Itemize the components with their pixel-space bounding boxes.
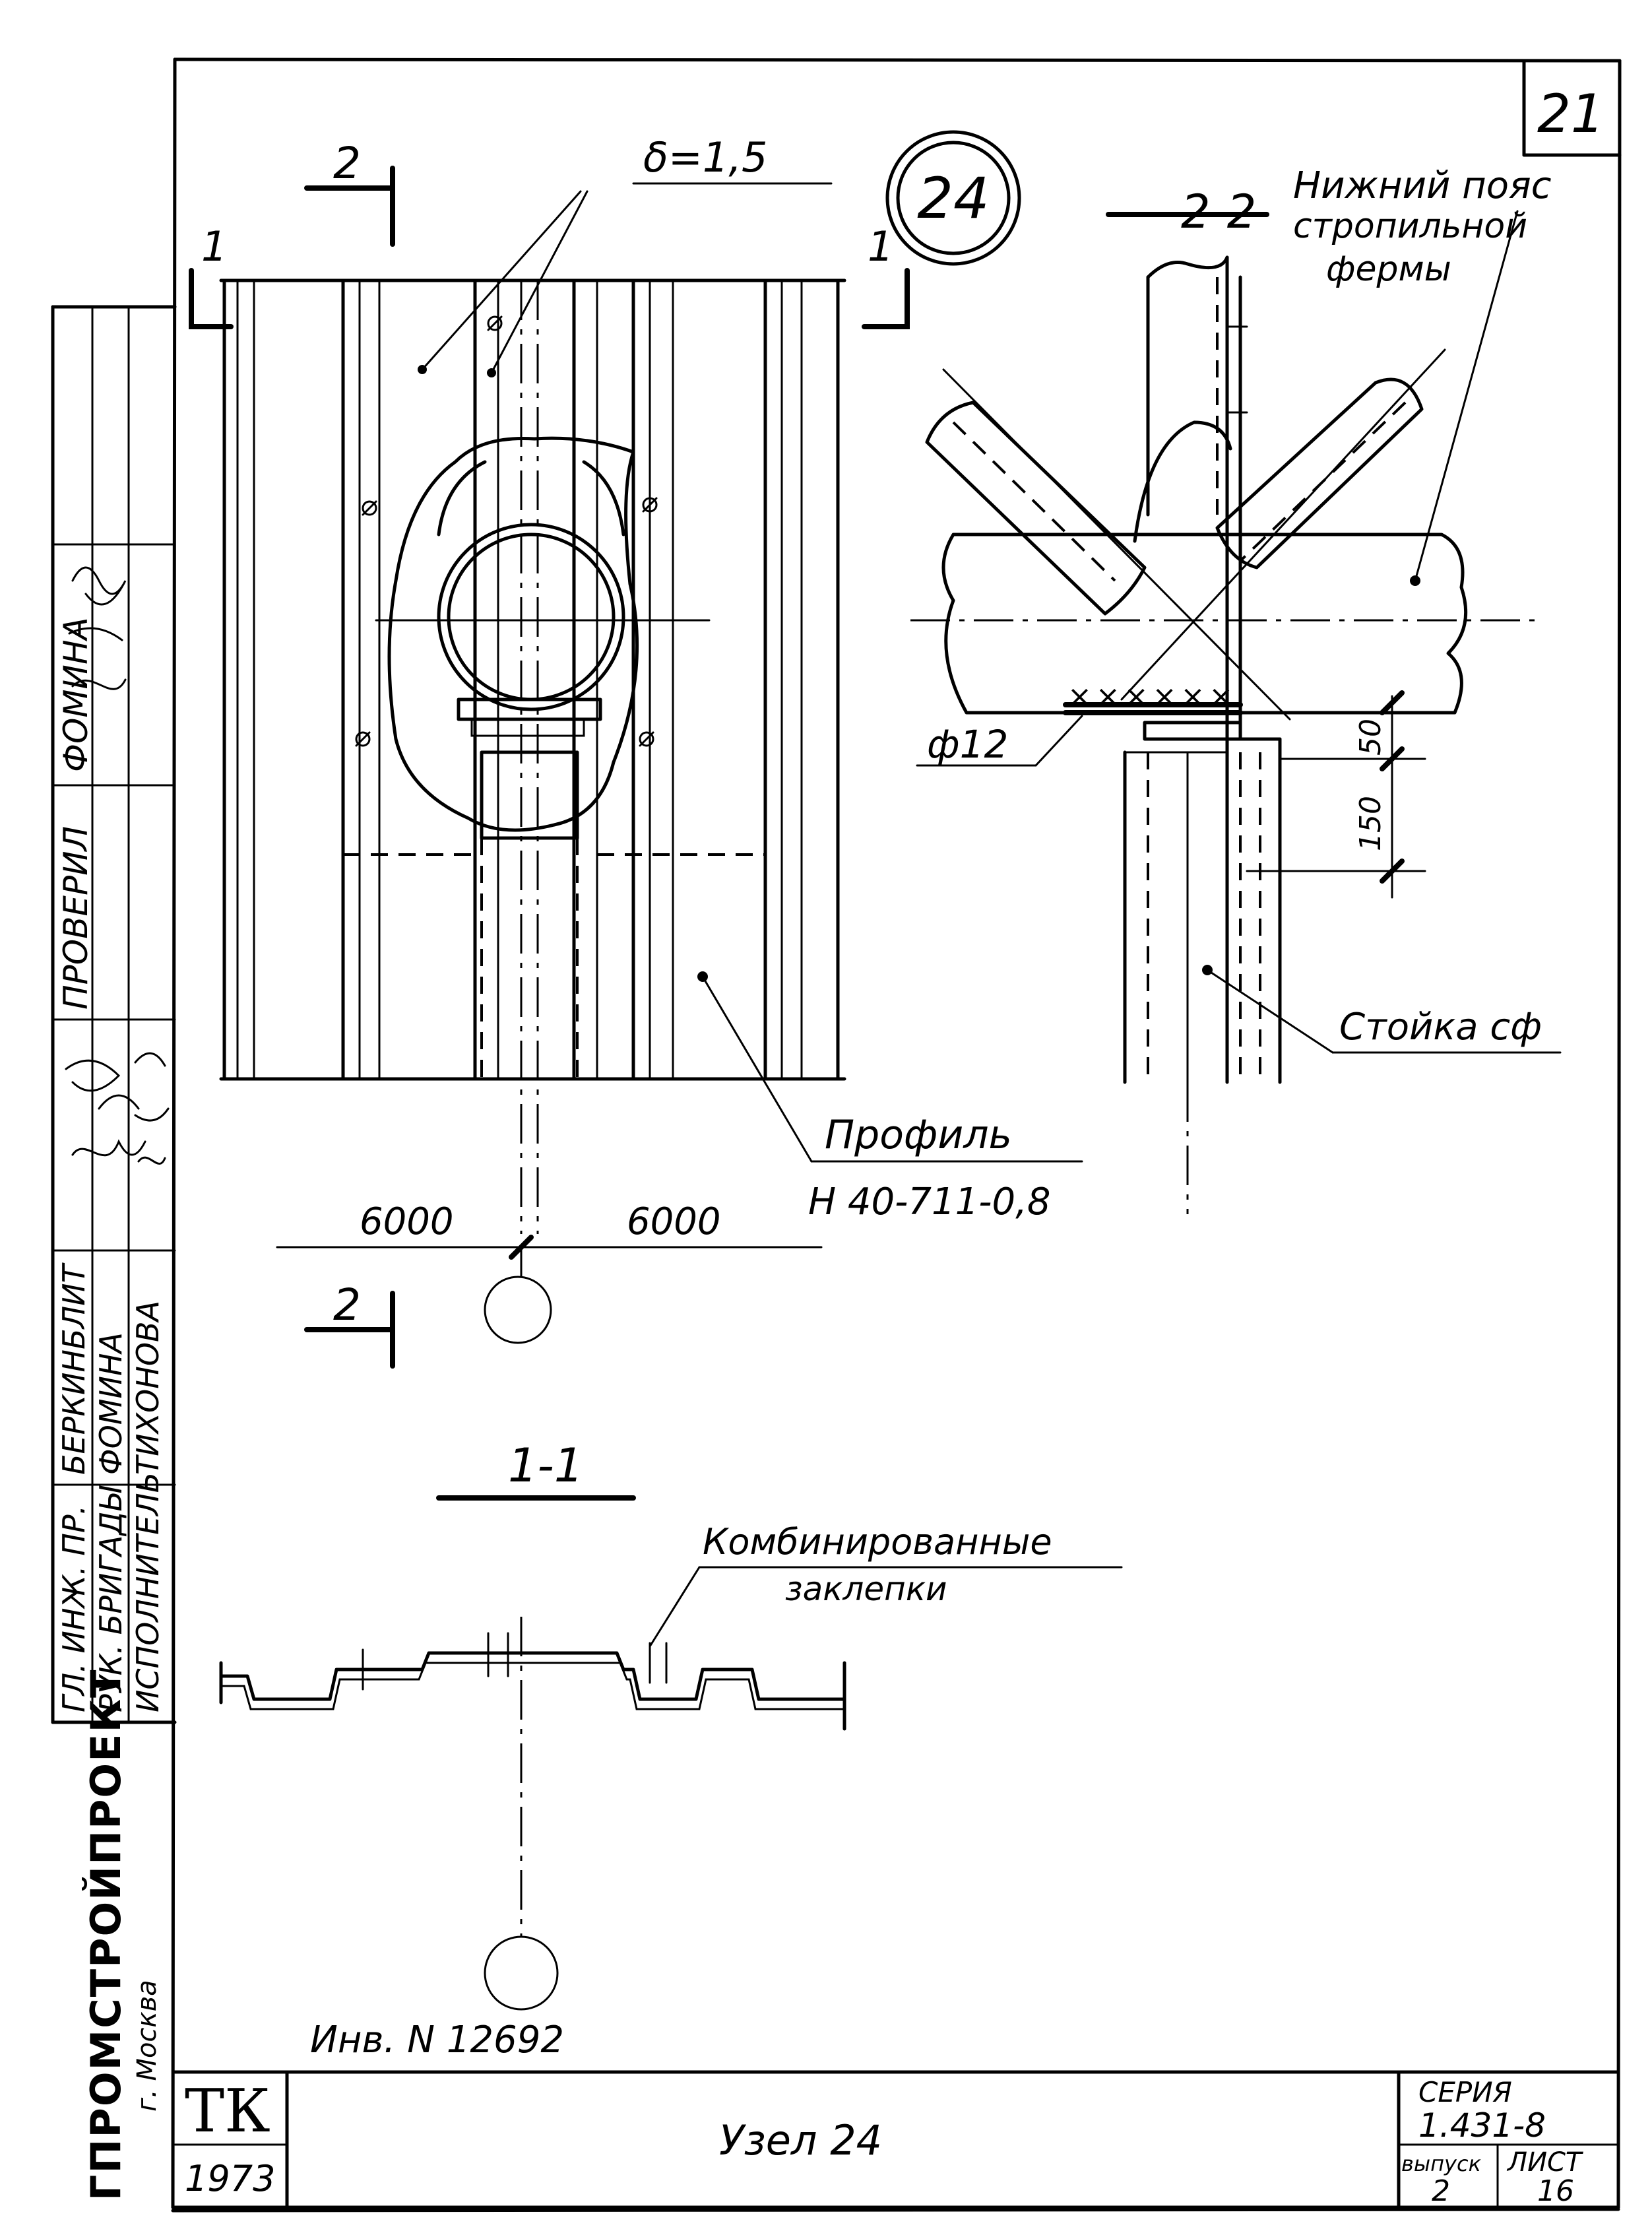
section-mark-2-bottom: 2 (333, 1280, 361, 1330)
name-tikhonova: ТИХОНОВА (130, 1301, 166, 1475)
dimension-150: 150 (1354, 796, 1387, 851)
thickness-note: δ=1,5 (643, 133, 767, 181)
profile-ribs (222, 278, 840, 1081)
rivets-label-line1: Комбинированные (703, 1521, 1052, 1563)
weld-marks: ×××××× (1067, 680, 1237, 713)
name-checker: ФОМИНА (57, 617, 95, 772)
signature-scribble-3 (134, 1052, 170, 1165)
chord-label-line1: Нижний пояс (1293, 164, 1552, 207)
sheet-label: ЛИСТ (1506, 2147, 1584, 2178)
organization-logo: ГПРОМСТРОЙПРОЕКТ г. Москва (82, 1669, 162, 2201)
issue-value: 2 (1432, 2174, 1450, 2208)
role-chief-engineer: ГЛ. ИНЖ. ПР. (56, 1505, 92, 1712)
section-1-1-title: 1-1 (508, 1439, 583, 1493)
series-label: СЕРИЯ (1418, 2076, 1512, 2108)
post-label: Стойка сф (1339, 1006, 1542, 1049)
profile-code: Н 40-711-0,8 (808, 1181, 1051, 1223)
role-checked: ПРОВЕРИЛ (57, 826, 95, 1010)
sheet-value: 16 (1537, 2174, 1574, 2208)
inventory-number: Инв. N 12692 (310, 2019, 564, 2061)
leader-dot (1410, 575, 1420, 586)
leader-dot (487, 368, 496, 377)
dimension-50: 50 (1354, 719, 1387, 756)
axis-bubble-bottom (484, 1935, 559, 2011)
name-berkinblit: БЕРКИНБЛИТ (56, 1262, 92, 1475)
section-1-1: 1-1 Комбинированные заклепки (219, 1439, 1123, 2011)
chord-outline (941, 533, 1468, 715)
sheet-frame (171, 57, 1622, 2213)
cutaway-outline (387, 436, 639, 832)
node-badge: 24 (885, 130, 1021, 266)
page-number: 21 (1537, 83, 1604, 145)
section-2-2: 2-2 Нижний пояс стропильной фермы ×××××× (910, 164, 1562, 1214)
bolt-label: ф12 (927, 722, 1008, 767)
issue-label: выпуск (1401, 2151, 1482, 2176)
rivets-label-line2: заклепки (785, 1570, 947, 1608)
section-mark-1-left: 1 (201, 222, 227, 271)
role-executor: ИСПОЛНИТЕЛЬ (130, 1472, 166, 1712)
section-mark-2-top: 2 (333, 138, 361, 189)
plan-view: 2 2 1 1 (189, 133, 1083, 1369)
axis-bubble (484, 1276, 552, 1344)
series-value: 1.431-8 (1418, 2106, 1546, 2145)
year: 1973 (185, 2158, 275, 2199)
stamp-code: ТК (185, 2077, 270, 2146)
drawing-title: Узел 24 (719, 2116, 882, 2164)
signature-strip: ГЛ. ИНЖ. ПР. РУК. БРИГАДЫ ИСПОЛНИТЕЛЬ БЕ… (51, 305, 177, 1724)
organization-name: ГПРОМСТРОЙПРОЕКТ (82, 1669, 130, 2201)
chord-label-line2: стропильной (1293, 207, 1527, 246)
dimension-right: 6000 (627, 1200, 721, 1243)
left-diagonal (925, 401, 1147, 616)
node-number: 24 (917, 166, 989, 232)
title-block: ТК 1973 Узел 24 СЕРИЯ 1.431-8 выпуск 2 Л… (173, 2070, 1620, 2209)
corrugated-profile (219, 1651, 846, 1701)
section-mark-1-right: 1 (868, 222, 893, 271)
profile-label: Профиль (825, 1112, 1012, 1158)
organization-city: г. Москва (132, 1980, 162, 2112)
right-diagonal (1215, 377, 1424, 569)
role-team-leader: РУК. БРИГАДЫ (93, 1485, 129, 1712)
rivet-marks (355, 315, 658, 747)
name-fomina: ФОМИНА (93, 1332, 129, 1475)
page-number-box: 21 (1522, 59, 1622, 157)
signature-scribble-1 (68, 566, 127, 690)
chord-label-line3: фермы (1326, 249, 1451, 289)
leader-dot (418, 365, 427, 374)
dimension-left: 6000 (360, 1200, 454, 1243)
signature-scribble-2 (65, 1059, 146, 1157)
